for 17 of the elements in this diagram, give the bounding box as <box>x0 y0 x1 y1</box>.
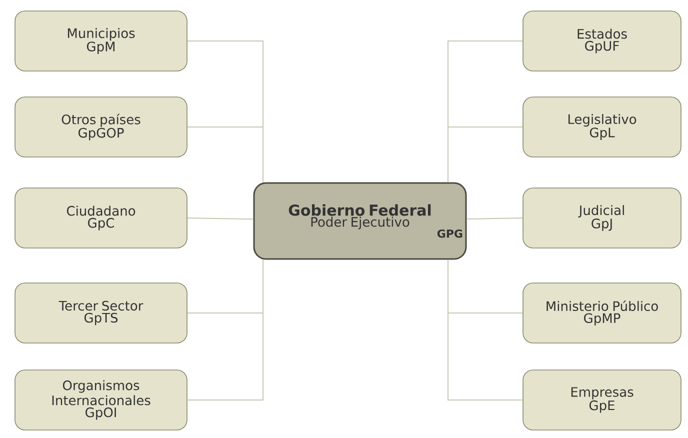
connector-line <box>448 259 524 400</box>
branch-box: Empresas GpE <box>522 370 682 430</box>
branch-box: Otros países GpGOP <box>14 96 188 158</box>
connector-line <box>186 259 264 400</box>
branch-box: Estados GpUF <box>522 10 682 72</box>
connector-line <box>186 126 264 183</box>
branch-box: Tercer Sector GpTS <box>14 282 188 344</box>
connector-line <box>448 126 524 183</box>
connector-line <box>186 218 254 220</box>
connector-line <box>466 218 524 220</box>
branch-box: Municipios GpM <box>14 10 188 72</box>
central-box: Gobierno Federal Poder Ejecutivo GPG <box>253 182 467 260</box>
branch-box: Ministerio Público GpMP <box>522 282 682 344</box>
branch-box: Ciudadano GpC <box>14 188 188 248</box>
branch-box: Legislativo GpL <box>522 96 682 158</box>
branch-box: Judicial GpJ <box>522 188 682 248</box>
branch-box: Organismos Internacionales GpOI <box>14 370 188 430</box>
